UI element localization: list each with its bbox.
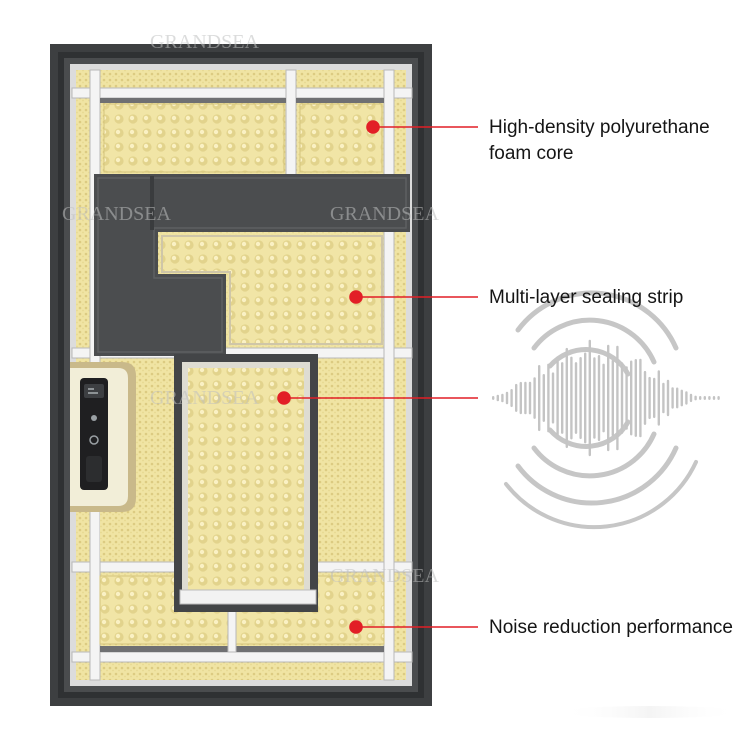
sound-wave-bar — [625, 366, 628, 430]
callout-label-foam: High-density polyurethane foam core — [489, 115, 710, 167]
watermark-text: GRANDSEA — [330, 565, 439, 587]
sound-wave-bar — [602, 363, 605, 433]
sound-wave-bar — [542, 374, 545, 422]
sound-wave-bar — [574, 362, 578, 434]
foam-cell-top-right — [299, 103, 383, 173]
sound-wave-bar — [584, 352, 587, 444]
sound-wave-bar — [694, 395, 697, 401]
central-core-block — [174, 354, 318, 612]
sound-wave-bar — [588, 339, 591, 457]
sound-wave-bar — [607, 344, 610, 452]
sound-wave-bar — [708, 396, 711, 400]
sound-wave-bar — [689, 393, 693, 403]
sound-wave-bar — [699, 396, 702, 400]
sound-wave-bar — [570, 356, 573, 440]
watermark-text: GRANDSEA — [150, 387, 259, 409]
sound-wave-bar — [519, 381, 522, 415]
sound-wave-bar — [616, 345, 619, 451]
sound-wave-bar — [510, 389, 513, 408]
sound-wave-bar — [639, 358, 642, 438]
sound-wave-bar — [676, 387, 679, 409]
sound-wave-bar — [533, 377, 536, 419]
sound-wave-bar — [515, 383, 518, 412]
callout-line: foam core — [489, 143, 574, 164]
foam-cell-lower-right — [318, 362, 382, 558]
sound-wave-bar — [501, 393, 504, 403]
sound-wave-bar — [717, 396, 720, 400]
sound-wave-bar — [496, 394, 499, 402]
sound-wave-bar — [630, 360, 633, 436]
sound-wave-bar — [611, 359, 614, 437]
callout-line: Multi-layer sealing strip — [489, 287, 684, 308]
sound-wave-bar — [551, 372, 555, 424]
sound-wave-bar — [524, 381, 527, 415]
watermark-text: GRANDSEA — [62, 203, 171, 225]
sound-wave-bar — [528, 381, 532, 415]
sound-wave-bar — [648, 376, 651, 420]
foam-cell-top-left — [103, 103, 285, 173]
sound-wave-bar — [547, 363, 550, 433]
sound-wave-bar — [579, 357, 582, 440]
sound-wave-bar — [712, 396, 716, 400]
sound-wave-bar — [634, 359, 637, 437]
callout-line: High-density polyurethane — [489, 117, 710, 138]
watermark-text: GRANDSEA — [330, 203, 439, 225]
watermark-layer: GRANDSEA GRANDSEA GRANDSEA GRANDSEA GRAN… — [62, 31, 439, 587]
sound-wave-bar — [620, 362, 624, 434]
sound-wave-bar — [505, 391, 509, 405]
sound-wave-icon — [492, 290, 740, 718]
sound-wave-bar — [653, 377, 656, 419]
watermark-text: GRANDSEA — [150, 31, 259, 53]
callout-label-seal: Multi-layer sealing strip — [489, 285, 683, 311]
sound-wave-bar — [666, 379, 670, 417]
stepped-seal-profile — [94, 174, 410, 356]
sealing-strips — [100, 98, 384, 652]
sound-wave-bar — [597, 355, 601, 442]
sound-wave-bar — [643, 370, 647, 425]
smart-lock-icon — [70, 362, 136, 512]
sound-wave-bar — [556, 360, 559, 436]
sound-wave-bar — [703, 396, 706, 400]
sound-wave-bar — [680, 389, 683, 407]
sound-wave-bar — [492, 396, 495, 400]
foam-cell-middle — [161, 235, 383, 345]
callout-line: Noise reduction performance — [489, 617, 733, 638]
sound-wave-bar — [561, 362, 564, 434]
sound-wave-bar — [593, 357, 596, 439]
sound-wave-bar — [671, 387, 674, 409]
sound-wave-bar — [657, 370, 660, 426]
callout-leaders — [277, 120, 478, 634]
sound-wave-bar — [538, 365, 541, 432]
sound-wave-bar — [662, 382, 665, 414]
sound-wave-bar — [685, 391, 688, 405]
callout-label-reduction: Noise reduction performance — [489, 615, 733, 641]
sound-wave-bar — [565, 347, 568, 449]
